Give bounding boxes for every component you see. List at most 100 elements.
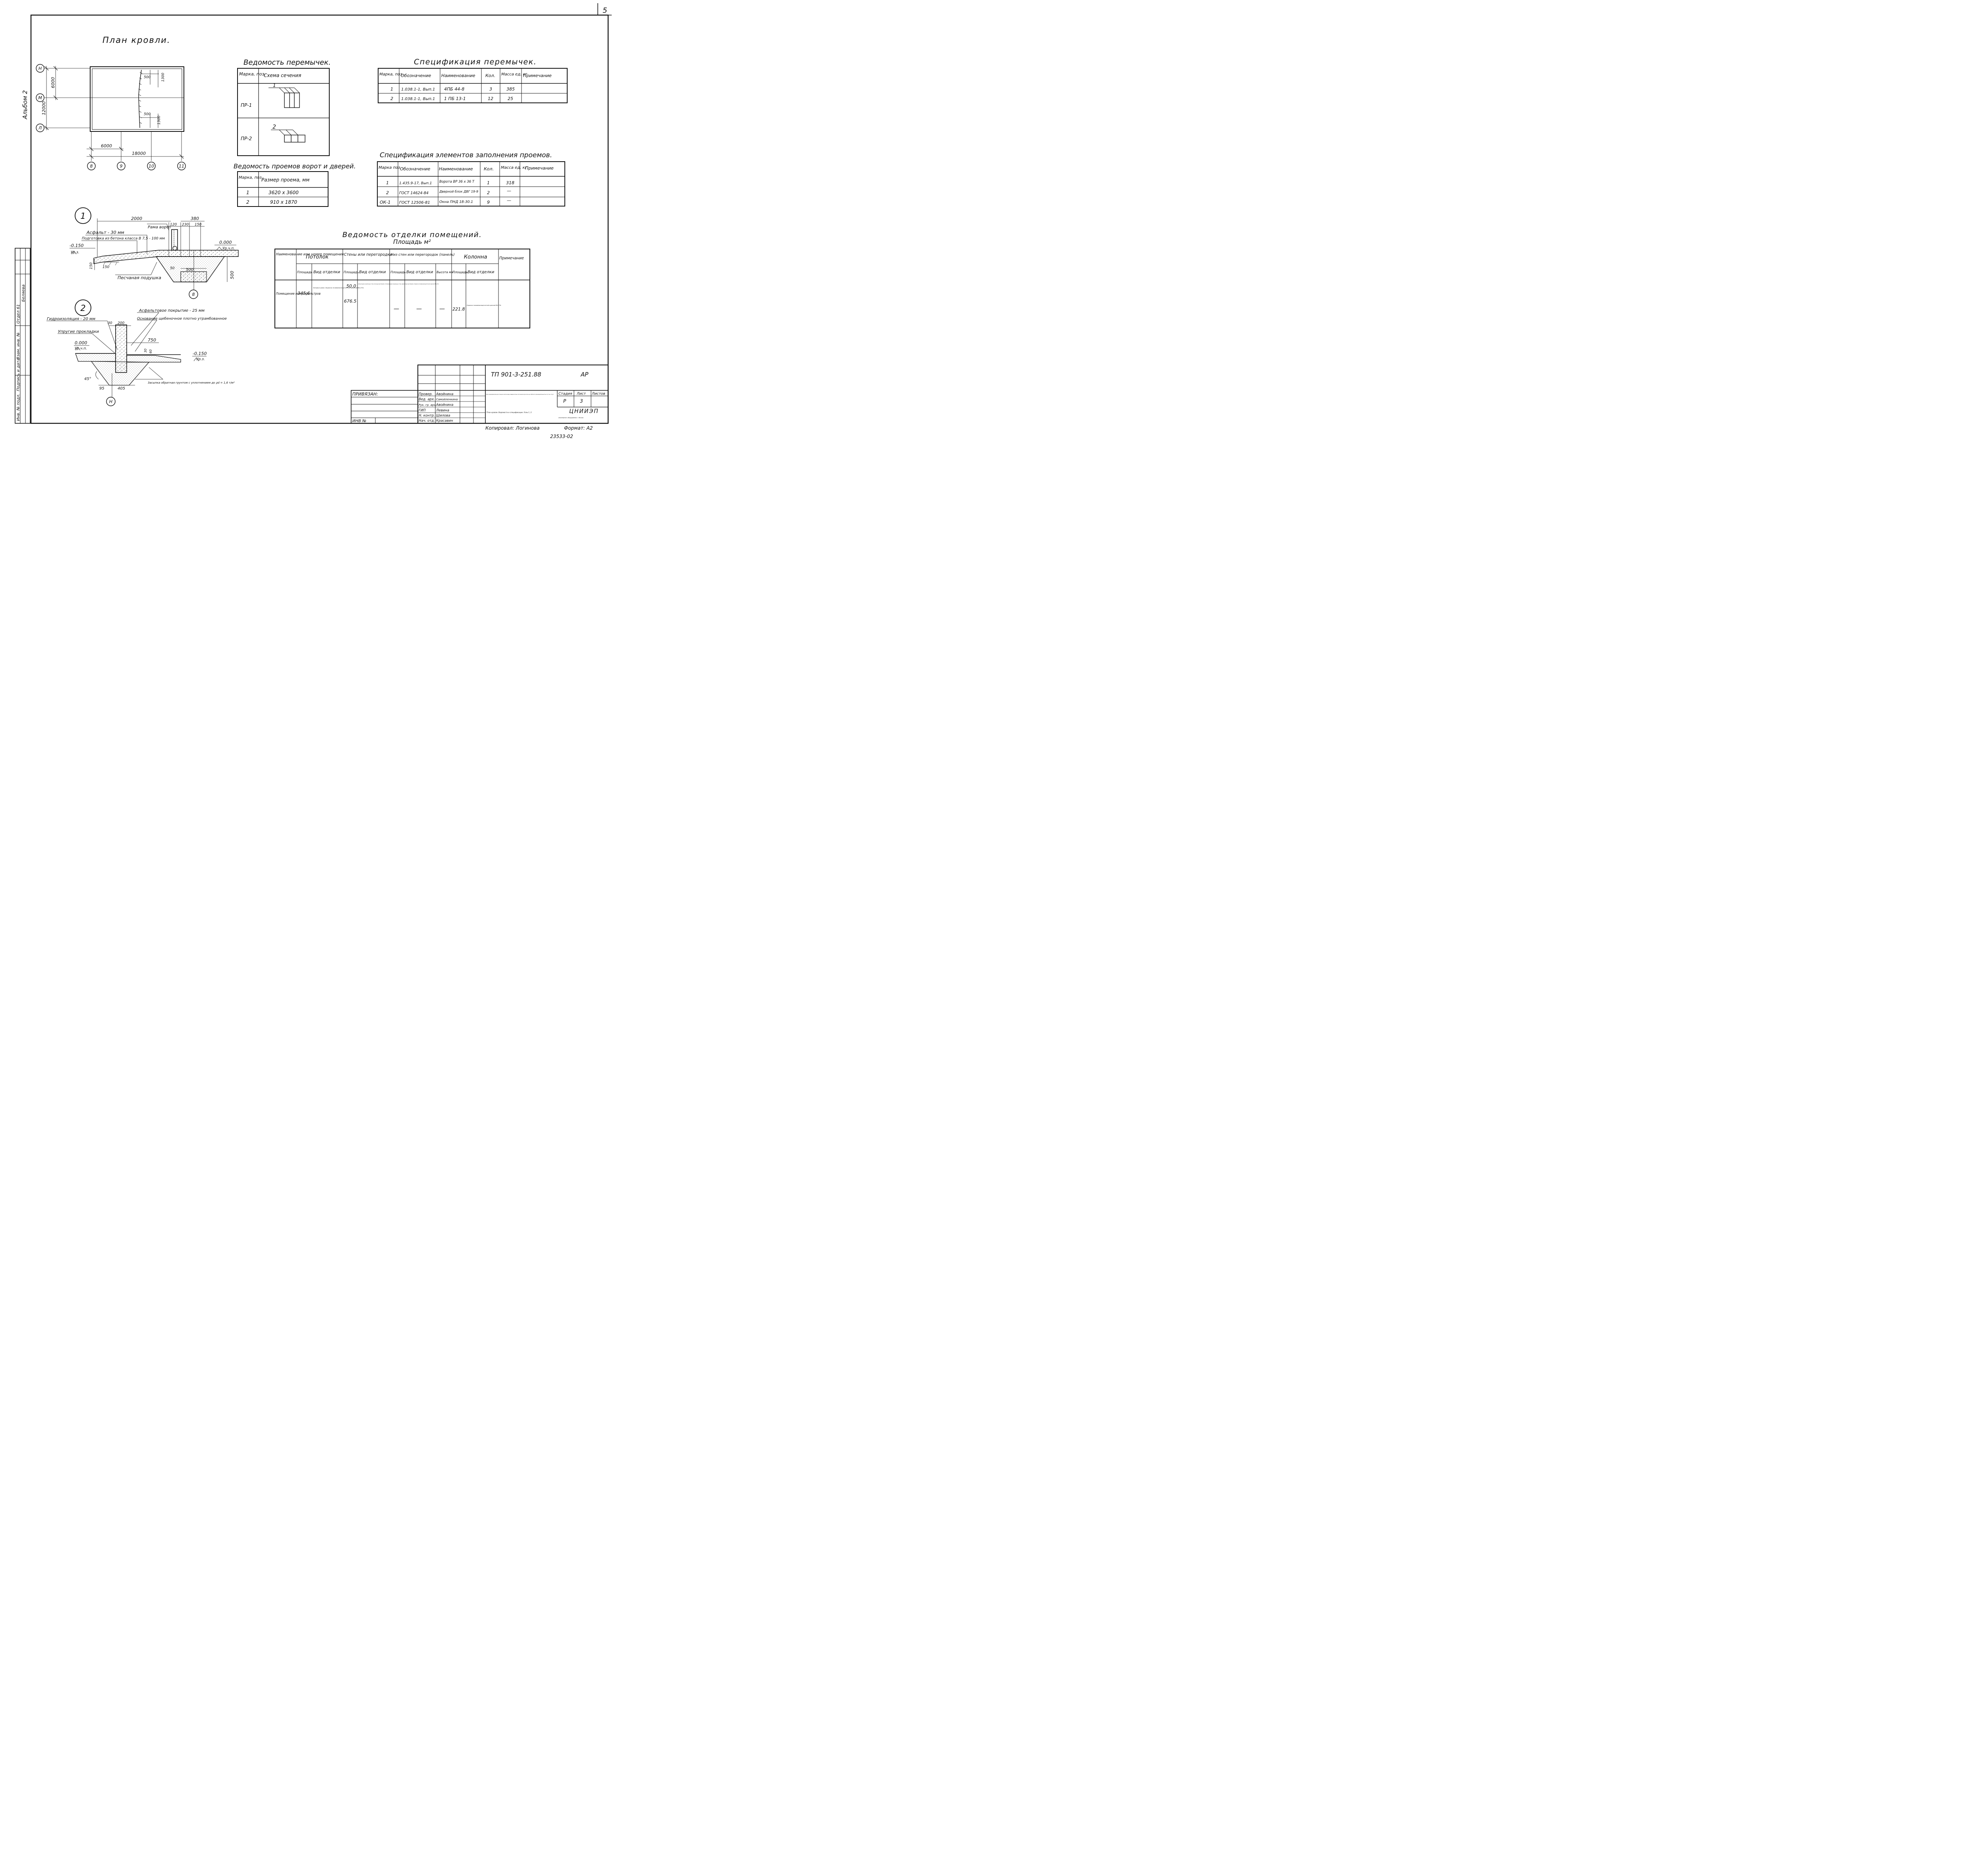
axis-label-8: 8 [90, 164, 93, 169]
strip-name: Беляева [21, 284, 26, 302]
dim-6000-vertical: 6000 [50, 77, 56, 88]
axis-label-11: 11 [179, 164, 184, 169]
fill-spec-row-1-pos: 1 [386, 180, 389, 185]
node-1-number: 1 [80, 211, 85, 221]
lintel-spec-row-1-mass: 385 [506, 87, 515, 92]
finish-list-table [274, 249, 530, 328]
finish-subheader-column-area: Площадь [452, 270, 468, 274]
stamp-list: 3 [580, 398, 583, 404]
node-1-dim-120: 120 [170, 223, 177, 227]
dim-6000-horizontal: 6000 [101, 143, 112, 149]
node-2-drawing [46, 299, 207, 406]
node-1-dim-150-vertical: 150 [89, 262, 93, 269]
fill-spec-row-1-mass: 318 [506, 180, 514, 185]
lintel-spec-header-mark: Марка, поз. [379, 72, 404, 77]
lintel-spec-row-1-name: 4ПБ 44-8 [444, 87, 464, 92]
node-1-dim-380: 380 [191, 216, 199, 221]
lintel-spec-row-1-pos: 1 [390, 87, 393, 92]
node-2-backfill-label: Засыпка обратная грунтом с уплотнением д… [148, 381, 235, 384]
stamp-listov-header: Листов [591, 392, 605, 396]
node-2-elastic-label: Упругие прокладки [58, 330, 99, 334]
lintel-spec-header-note: Примечание [523, 73, 552, 78]
fill-spec-row-2-qty: 2 [487, 190, 490, 195]
lintel-spec-header-designation: Обозначение [401, 73, 431, 78]
stamp-format: Формат: А2 [564, 425, 593, 431]
finish-header-note: Примечание [499, 256, 524, 261]
finish-lower-area: — [394, 306, 399, 312]
node-1-asphalt-label: Асфальт - 30 мм [86, 230, 124, 235]
finish-subheader-ceiling-finish: Вид отделки [313, 270, 340, 274]
sheet-frame [30, 3, 612, 424]
stamp-role-1: Провер. [419, 392, 433, 396]
stamp-name-3: Авойнина [436, 403, 453, 407]
fill-spec-table [377, 161, 565, 207]
openings-list-text: Марка, поз. Размер проема, мм 1 3620 x 3… [239, 176, 309, 205]
stamp-role-6: Нач. отд. [419, 419, 435, 423]
lintel-row-2-mark: ПР-2 [241, 136, 252, 141]
lintel-spec-row-2-pos: 2 [390, 96, 393, 101]
node-1-sand-label: Песчаная подушка [118, 275, 161, 280]
openings-header-mark: Марка, поз. [239, 176, 263, 180]
lintel-spec-row-2-designation: 1.038.1-1, Вып.1 [401, 97, 435, 101]
lintel-list-header-mark: Марка, поз. [239, 71, 266, 77]
node-1-dim-150: 150 [195, 223, 201, 227]
node-1-level-right: 0.000 [219, 240, 232, 245]
stamp-role-3: Рук. гр. арх. [419, 403, 437, 407]
fill-spec-header-designation: Обозначение [400, 166, 431, 172]
lintel-spec-row-2-mass: 25 [508, 96, 513, 101]
roof-plan-title: План кровли. [102, 35, 170, 45]
fill-spec-header-note: Примечание [525, 166, 554, 171]
lintel-spec-table [378, 68, 568, 103]
lintel-spec-row-2-qty: 12 [488, 96, 493, 101]
fill-spec-row-3-pos: ОК-1 [380, 200, 390, 205]
fill-spec-row-1-qty: 1 [487, 180, 490, 185]
axis-label-m: М [38, 95, 42, 100]
dim-500-bottom: 500 [144, 112, 151, 116]
node-2-level-neg: -0.150 [193, 351, 207, 356]
finish-header-walls: Стены или перегородки [344, 253, 392, 257]
node-2-dim-60: 60 [149, 349, 153, 353]
lintel-spec-row-1-qty: 3 [489, 87, 492, 92]
stamp-project: Блок микрофильтров для станции очистки в… [486, 394, 554, 395]
finish-lower-finish: — [416, 306, 422, 312]
roof-plan [36, 64, 186, 170]
finish-header-ceiling: Потолок [306, 254, 329, 260]
lintel-spec-title: Спецификация перемычек. [414, 58, 537, 66]
stamp-name-5: Шилова [436, 414, 450, 418]
node-2-base-label: Основание щебеночное плотно утрамбованно… [137, 317, 227, 321]
node-2-level-zero-tag: Ур.ч.п. [75, 347, 87, 351]
node-1-dim-230: 230 [182, 223, 189, 227]
finish-column-area: 221.8 [452, 307, 465, 312]
dim-500-top: 500 [144, 75, 151, 79]
finish-lower-height: — [439, 306, 445, 312]
strip-replace-label: Взам. инв. № [16, 332, 21, 359]
node-2-level-neg-tag: Ур.з. [196, 357, 205, 361]
node-1-rama-label: Рама ворот [148, 225, 172, 230]
archive-number: 23533-02 [550, 434, 573, 439]
node-2-dim-30-vertical: 30 [144, 349, 147, 353]
node-2-number: 2 [80, 303, 85, 313]
node-2-dim-405: 405 [118, 386, 125, 391]
fill-spec-text: Марка поз. Обозначение Наименование Кол.… [379, 166, 554, 205]
lintel-list-header-scheme: Схема сечения [264, 73, 301, 78]
finish-subheader-lower-height: Высота мм [437, 270, 454, 274]
stamp-name-2: Самойленкина [436, 398, 458, 401]
node-1-dim-500-horizontal: 500 [186, 268, 193, 272]
fill-spec-row-2-name: Дверной блок ДВГ 19-9 [439, 190, 478, 193]
node-2-hydro-label: Гидроизоляция - 20 мм [47, 317, 96, 321]
fill-spec-row-3-name: Окна ПНД 18-30.1 [439, 200, 473, 204]
openings-row-2-pos: 2 [246, 199, 249, 205]
stamp-list-header: Лист [576, 392, 586, 396]
stamp-stadiya-header: Стадия [558, 392, 572, 396]
stamp-name-1: Авойнина [436, 392, 453, 396]
title-block-text: ТП 901-3-251.88 АР ПРИВЯЗАН: ИНВ № Прове… [352, 371, 605, 431]
fill-spec-row-3-designation: ГОСТ 12506-81 [399, 201, 430, 205]
node-1-level-left: -0.150 [70, 243, 83, 248]
fill-spec-row-2-designation: ГОСТ 14624-84 [399, 191, 429, 195]
lintel-spec-row-1-designation: 1.038.1-1, Вып.1 [401, 87, 435, 92]
lintel-spec-text: Марка, поз. Обозначение Наименование Кол… [379, 72, 552, 101]
axis-label-l: Л [38, 125, 42, 131]
finish-list-title: Ведомость отделки помещений. [342, 231, 482, 239]
finish-walls-area-1: 50.0 [346, 284, 356, 289]
dim-18000: 18000 [132, 151, 146, 156]
